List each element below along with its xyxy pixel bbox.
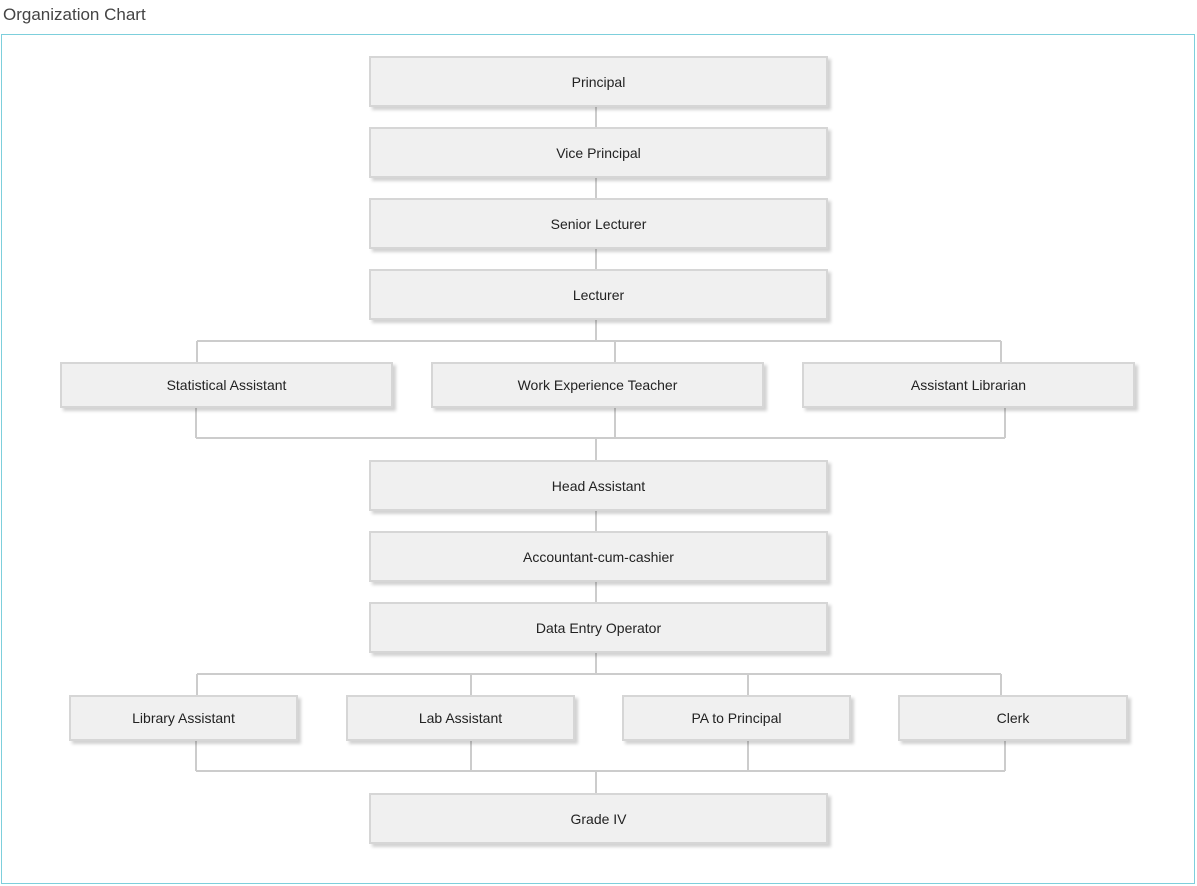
node-vice-principal[interactable]: Vice Principal	[369, 127, 828, 178]
node-label: Principal	[571, 73, 626, 90]
node-label: Data Entry Operator	[535, 619, 662, 636]
node-accountant-cum-cashier[interactable]: Accountant-cum-cashier	[369, 531, 828, 582]
chart-frame	[1, 34, 1195, 884]
node-label: Statistical Assistant	[166, 377, 287, 393]
node-data-entry-operator[interactable]: Data Entry Operator	[369, 602, 828, 653]
node-library-assistant[interactable]: Library Assistant	[69, 695, 298, 741]
node-principal[interactable]: Principal	[369, 56, 828, 107]
node-label: Vice Principal	[556, 144, 641, 161]
node-statistical-assistant[interactable]: Statistical Assistant	[60, 362, 393, 408]
node-label: Work Experience Teacher	[517, 377, 678, 393]
node-head-assistant[interactable]: Head Assistant	[369, 460, 828, 511]
node-label: Accountant-cum-cashier	[523, 548, 674, 565]
node-lecturer[interactable]: Lecturer	[369, 269, 828, 320]
node-clerk[interactable]: Clerk	[898, 695, 1128, 741]
node-lab-assistant[interactable]: Lab Assistant	[346, 695, 575, 741]
node-label: Head Assistant	[551, 477, 646, 494]
node-label: Lecturer	[572, 286, 625, 303]
node-label: Assistant Librarian	[910, 377, 1027, 393]
node-label: Clerk	[996, 710, 1030, 726]
node-label: Library Assistant	[132, 710, 235, 726]
node-work-experience-teacher[interactable]: Work Experience Teacher	[431, 362, 764, 408]
page-title: Organization Chart	[3, 5, 146, 24]
node-senior-lecturer[interactable]: Senior Lecturer	[369, 198, 828, 249]
node-label: PA to Principal	[691, 710, 782, 726]
node-grade-iv[interactable]: Grade IV	[369, 793, 828, 844]
node-label: Lab Assistant	[418, 710, 503, 726]
node-pa-to-principal[interactable]: PA to Principal	[622, 695, 851, 741]
node-label: Senior Lecturer	[550, 215, 647, 232]
node-assistant-librarian[interactable]: Assistant Librarian	[802, 362, 1135, 408]
node-label: Grade IV	[570, 810, 627, 827]
